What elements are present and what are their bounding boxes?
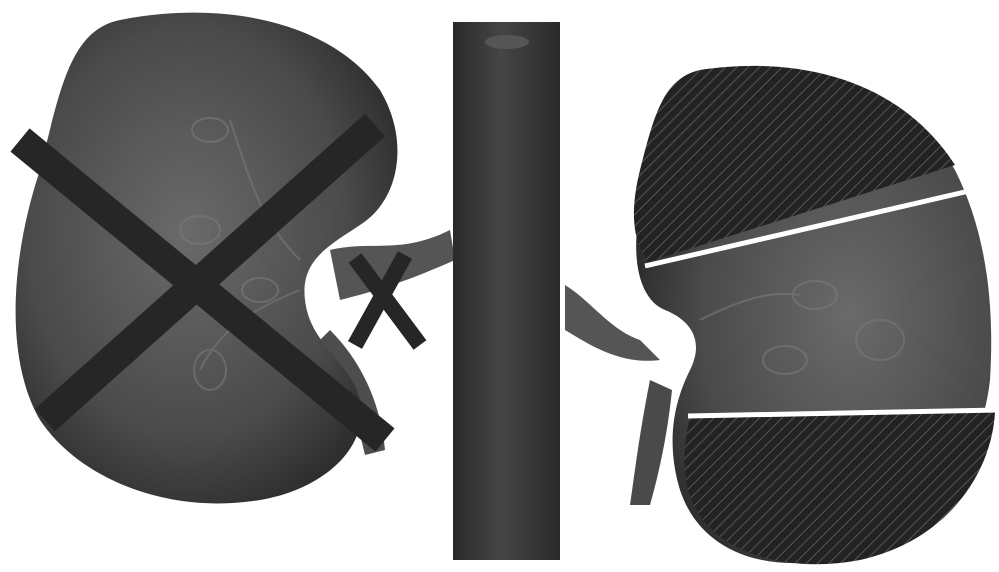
right-kidney-lower-pole-hatched [684, 412, 995, 564]
right-kidney [565, 66, 999, 564]
right-kidney-ureter [630, 380, 672, 505]
left-kidney [16, 13, 455, 504]
right-kidney-vessel [565, 285, 660, 361]
cylinder-top-lumen [485, 35, 529, 49]
center-vessel-cylinder [453, 22, 560, 560]
